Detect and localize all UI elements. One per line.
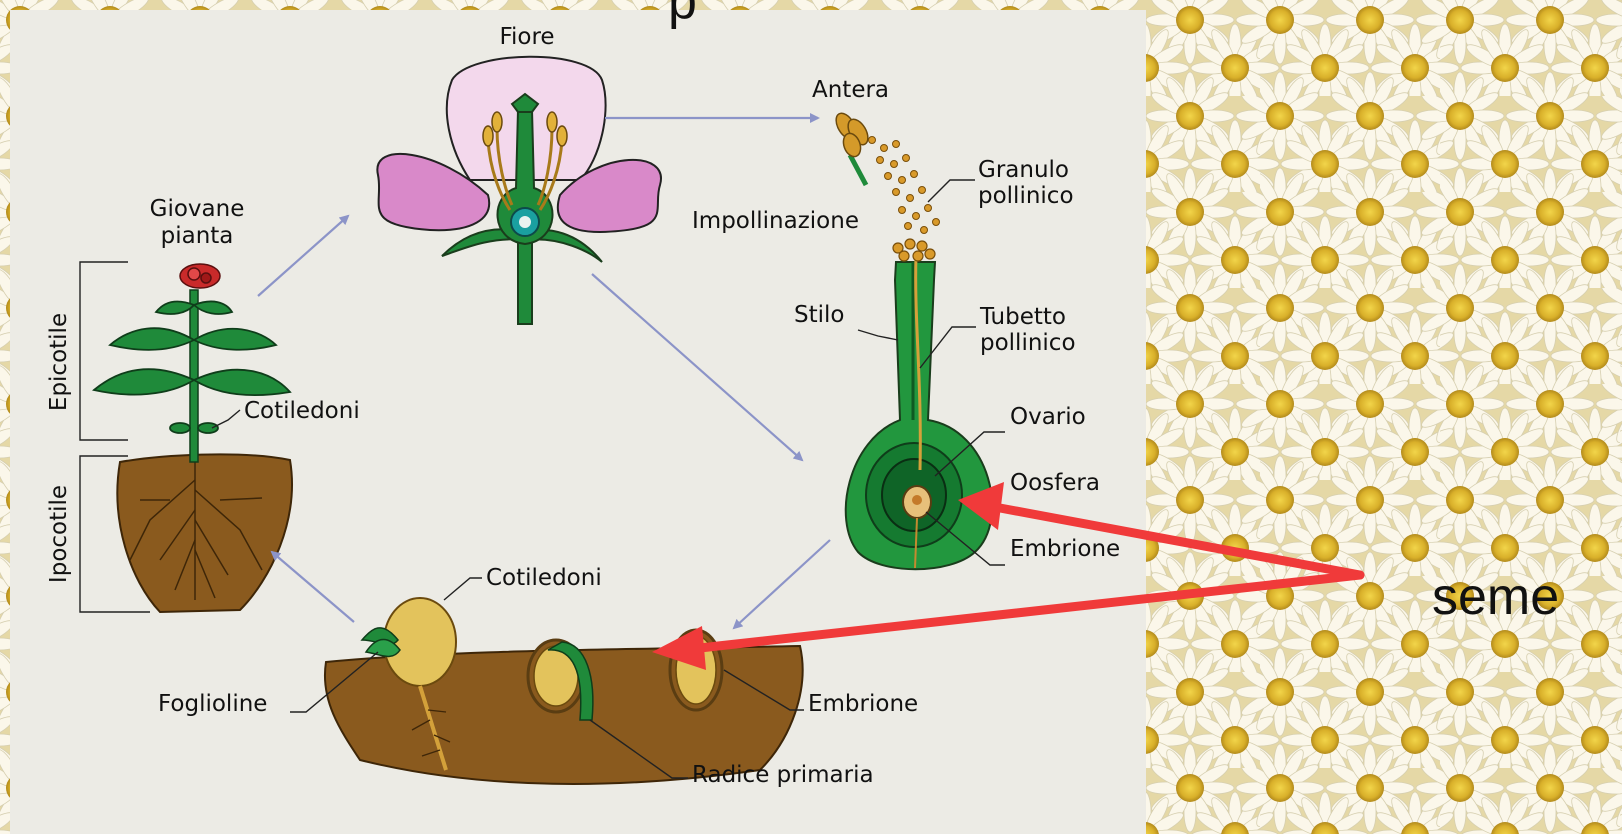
label-embrione-ovario: Embrione <box>1010 536 1120 562</box>
red-arrow-to-embryo <box>700 575 1360 648</box>
bracket-epicotile <box>80 262 128 440</box>
pollen-on-stigma <box>893 239 935 261</box>
arrow-ovary-to-seed <box>734 540 830 628</box>
label-foglioline: Foglioline <box>158 691 267 717</box>
leader-cotiledoni-plant <box>212 410 240 428</box>
pollen-grains <box>869 137 940 234</box>
label-giovane-1: Giovane <box>150 196 245 222</box>
label-stilo: Stilo <box>794 302 844 328</box>
label-cotiledoni-seedling: Cotiledoni <box>486 565 602 591</box>
label-antera: Antera <box>812 77 889 103</box>
label-cotiledoni-plant: Cotiledoni <box>244 398 360 424</box>
soil-seeds-illustration <box>325 598 803 784</box>
label-epicotile: Epicotile <box>46 313 72 411</box>
label-fiore: Fiore <box>499 24 554 50</box>
leader-cotiledoni-seedling <box>444 578 482 600</box>
flower-illustration <box>377 57 661 324</box>
label-giovane-2: pianta <box>161 223 234 249</box>
seme-callout-arrows <box>652 482 1360 670</box>
label-granulo-1: Granulo <box>978 157 1069 183</box>
leader-granulo <box>928 180 975 202</box>
label-oosfera: Oosfera <box>1010 470 1100 496</box>
arrow-plant-to-flower <box>258 216 348 296</box>
label-tubetto-1: Tubetto <box>979 304 1066 330</box>
pistil-illustration <box>846 256 992 569</box>
label-impollinazione: Impollinazione <box>692 208 859 234</box>
leader-stilo <box>858 330 898 340</box>
anther-illustration <box>832 110 872 185</box>
arrow-flower-to-ovary <box>592 274 802 460</box>
label-ipocotile: Ipocotile <box>46 485 72 583</box>
label-granulo-2: pollinico <box>978 183 1074 209</box>
label-embrione-seed: Embrione <box>808 691 918 717</box>
arrow-seedling-to-plant <box>272 552 354 622</box>
label-seme: seme <box>1432 568 1559 626</box>
label-ovario: Ovario <box>1010 404 1086 430</box>
young-plant-illustration <box>94 264 292 612</box>
label-tubetto-2: pollinico <box>980 330 1076 356</box>
label-radice-primaria: Radice primaria <box>692 762 874 788</box>
title-fragment: p <box>668 0 697 30</box>
